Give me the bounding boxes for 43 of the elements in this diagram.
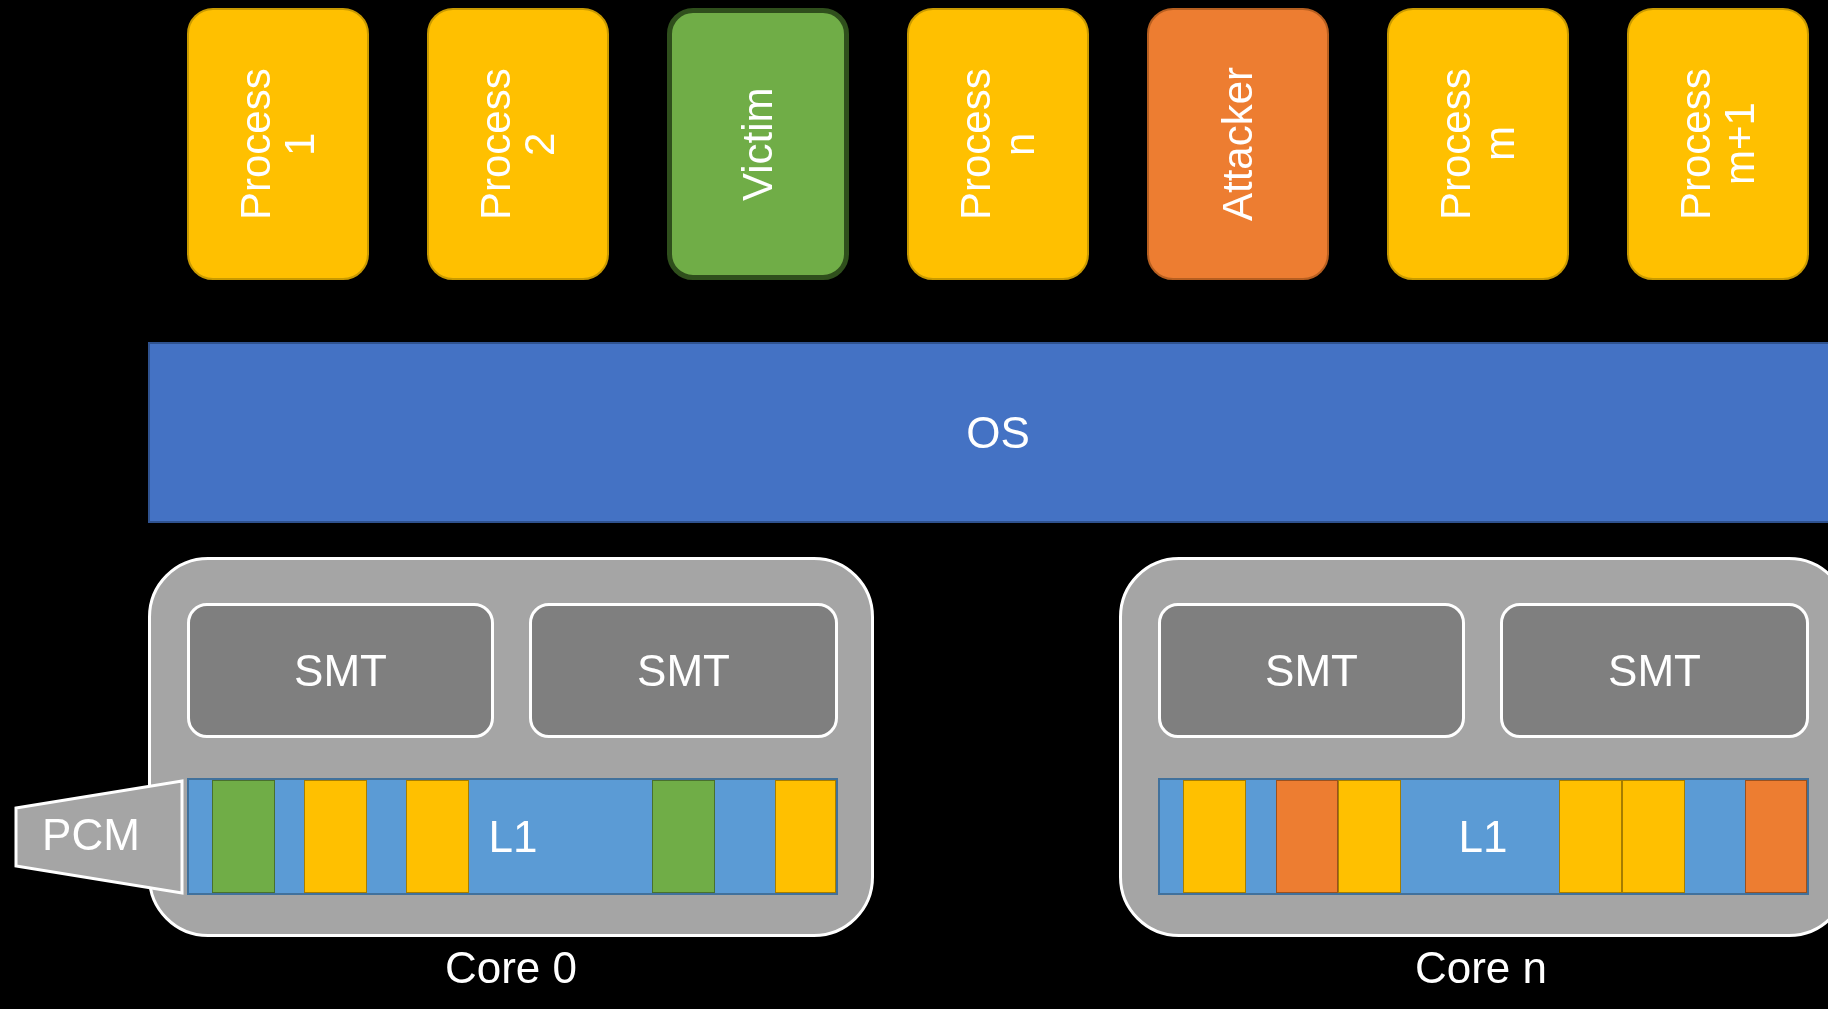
core-label: Core n — [1414, 943, 1548, 993]
process-box — [907, 8, 1089, 280]
cache-line-block — [1338, 780, 1401, 893]
smt-thread-box — [187, 603, 494, 738]
process-box — [667, 8, 849, 280]
cache-line-block — [652, 780, 715, 893]
cache-line-block — [212, 780, 275, 893]
cache-label: L1 — [1458, 811, 1508, 862]
process-label: Process n — [953, 67, 1043, 222]
process-label: Victim — [735, 86, 781, 203]
core-label: Core 0 — [444, 943, 578, 993]
smt-thread-box — [529, 603, 838, 738]
cache-line-block — [1745, 780, 1807, 893]
cache-line-block — [1183, 780, 1246, 893]
smt-label: SMT — [294, 645, 387, 696]
cache-line-block — [406, 780, 469, 893]
os-layer — [148, 342, 1828, 523]
process-box — [1147, 8, 1329, 280]
cache-label: L1 — [488, 811, 538, 862]
smt-label: SMT — [1265, 645, 1358, 696]
cache-line-block — [1559, 780, 1622, 893]
process-label: Attacker — [1215, 65, 1261, 224]
smt-label: SMT — [637, 645, 730, 696]
os-label: OS — [966, 407, 1030, 458]
cache-line-block — [1622, 780, 1685, 893]
cache-line-block — [304, 780, 367, 893]
process-label: Process m+1 — [1673, 67, 1763, 222]
smt-thread-box — [1500, 603, 1809, 738]
l1-cache-bar — [1158, 778, 1809, 895]
process-label: Process m — [1433, 67, 1523, 222]
process-label: Process 1 — [233, 67, 323, 222]
process-box — [1627, 8, 1809, 280]
smt-label: SMT — [1608, 645, 1701, 696]
l1-cache-bar — [187, 778, 838, 895]
cache-line-block — [775, 780, 836, 893]
pcm-label: PCM — [42, 810, 140, 860]
pcm-trapezoid — [14, 779, 184, 895]
process-box — [1387, 8, 1569, 280]
process-box — [187, 8, 369, 280]
process-label: Process 2 — [473, 67, 563, 222]
process-box — [427, 8, 609, 280]
smt-thread-box — [1158, 603, 1465, 738]
cache-line-block — [1276, 780, 1338, 893]
